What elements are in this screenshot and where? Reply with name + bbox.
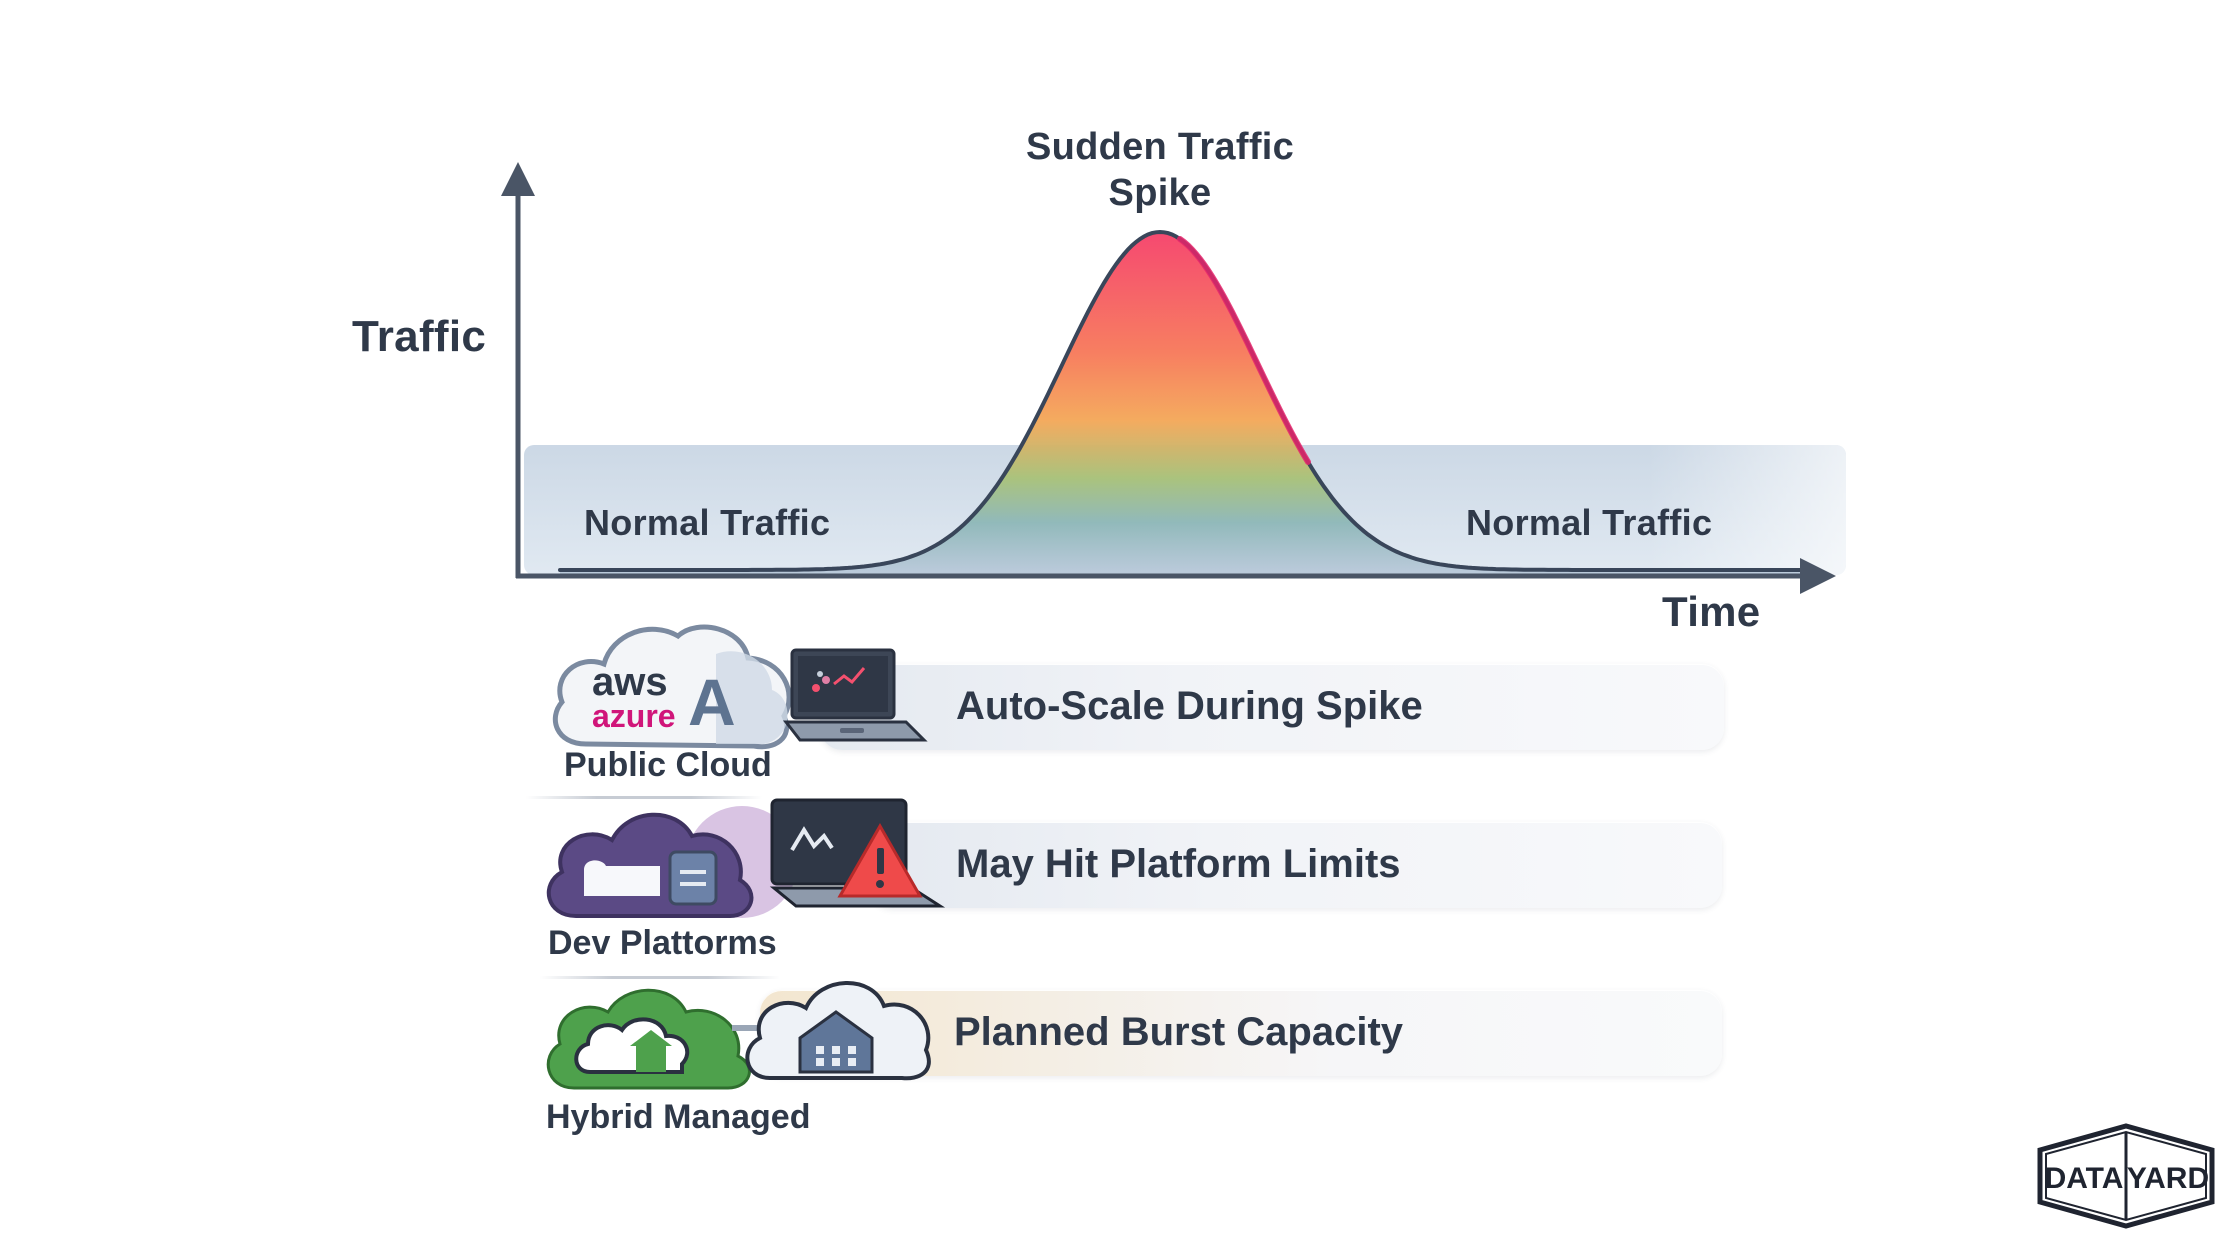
public-cloud-caption: Public Cloud [564,746,772,784]
row-public-cloud-label: Auto-Scale During Spike [956,684,1423,728]
spike-edge-highlight [1177,236,1311,465]
row-public-cloud-bar [820,664,1724,750]
row-divider [540,976,780,979]
cloud-icon [552,624,792,750]
hybrid-managed-caption: Hybrid Managed [546,1098,811,1136]
cloud-icon [546,988,758,1090]
row-dev-platforms-bar [870,822,1722,908]
y-axis-arrow [501,162,535,196]
laptop-chart-icon [782,648,928,742]
datayard-logo: DATA YARD [2037,1123,2215,1229]
building-cloud-icon [745,981,931,1081]
dev-platforms-caption: Dev Plattorms [548,924,777,962]
aws-logo-text: aws [592,660,668,704]
row-divider [526,796,762,799]
spike-title-line1: Sudden Traffic [1025,126,1295,168]
spike-title: Sudden Traffic Spike [960,124,1360,216]
cloud-icon [546,806,798,918]
normal-traffic-right-label: Normal Traffic [1466,502,1713,543]
row-hybrid-managed-label: Planned Burst Capacity [954,1010,1404,1054]
x-axis-label: Time [1662,588,1761,635]
y-axis-label: Traffic [352,312,487,361]
normal-traffic-left-label: Normal Traffic [584,502,831,543]
x-axis-arrow [1800,558,1836,594]
spike-title-line2: Spike [1108,172,1212,214]
row-dev-platforms-label: May Hit Platform Limits [956,842,1401,886]
azure-a-mark: A [688,665,736,739]
azure-logo-text: azure [592,698,676,734]
spike-area [560,232,1800,574]
laptop-warning-icon [769,798,946,908]
brand-left-text: DATA [2045,1162,2124,1195]
brand-right-text: YARD [2127,1162,2209,1195]
